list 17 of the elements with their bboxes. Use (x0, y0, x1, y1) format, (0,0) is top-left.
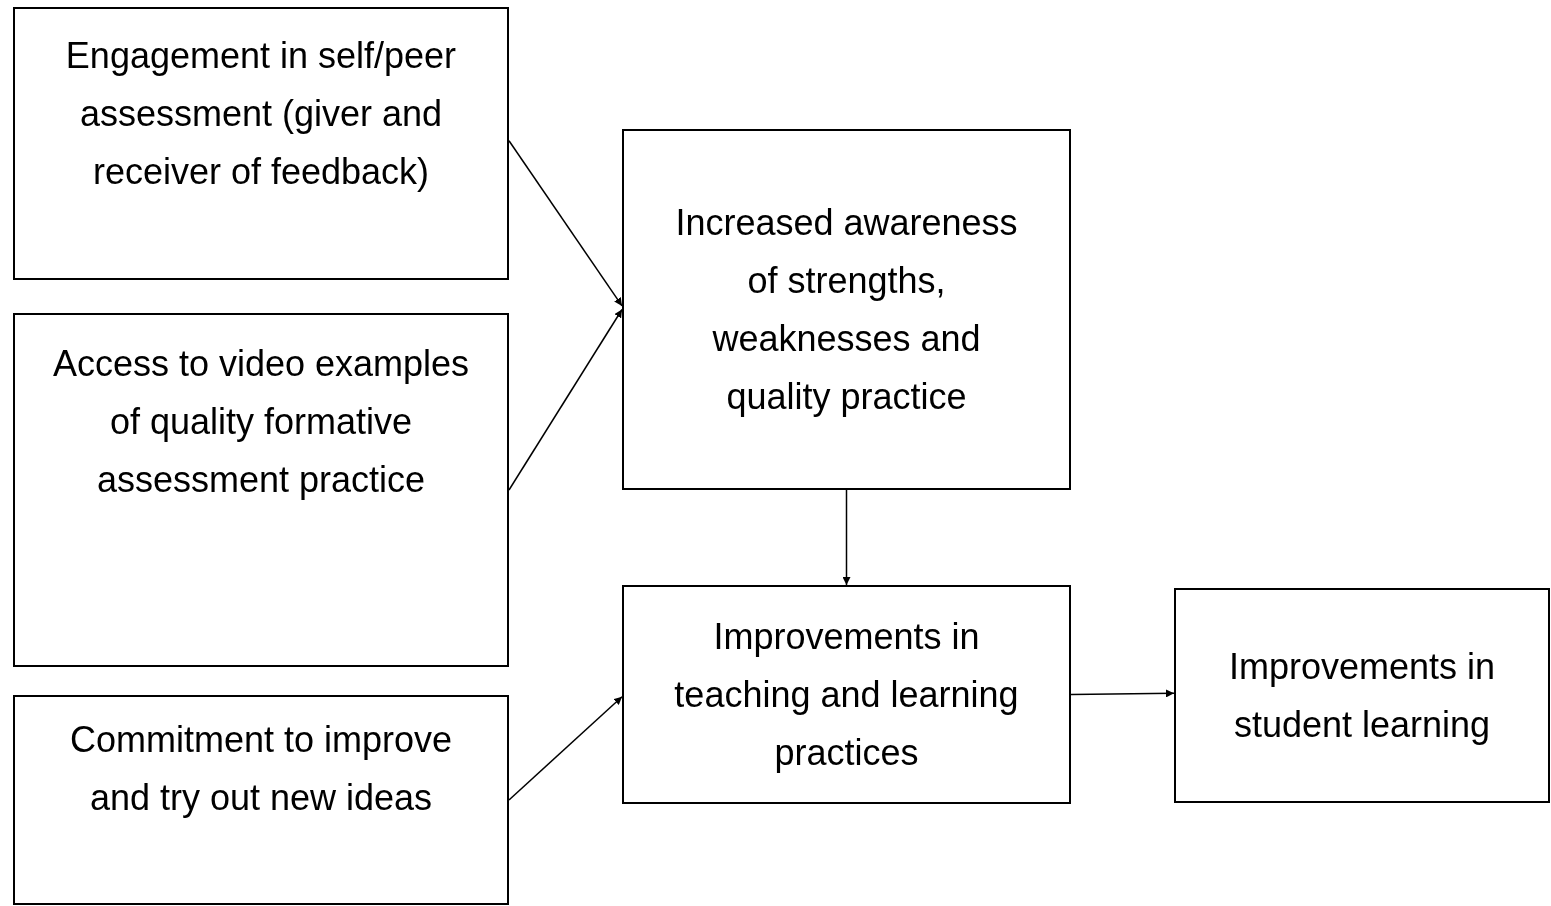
box-text: Increased awareness of strengths, weaknesses and quality practice (674, 200, 1019, 419)
arrow (508, 308, 623, 491)
box-text: Engagement in self/peer assessment (giver and receiver of feedback) (64, 34, 458, 194)
arrow (508, 140, 623, 307)
process-box (13, 313, 509, 667)
arrow (1070, 689, 1175, 698)
box-text: Access to video examples of quality formative assessment practice (51, 342, 471, 502)
process-box (622, 585, 1071, 804)
process-box (13, 7, 509, 280)
arrow (842, 489, 851, 586)
arrow (508, 695, 623, 801)
box-text: Commitment to improve and try out new ideas (68, 718, 454, 820)
box-text: Improvements in student learning (1227, 644, 1497, 747)
box-text: Improvements in teaching and learning practices (673, 614, 1020, 775)
process-box (13, 695, 509, 905)
process-box (622, 129, 1071, 490)
process-box (1174, 588, 1550, 803)
